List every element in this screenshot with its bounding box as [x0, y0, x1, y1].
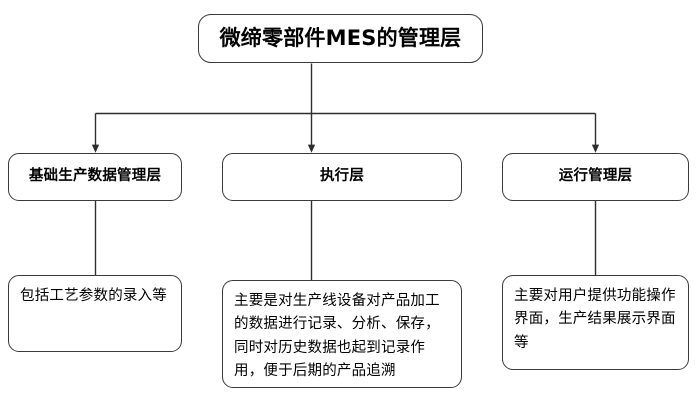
layer-node-label: 执行层	[319, 168, 365, 185]
detail-node-execution[interactable]: 主要是对生产线设备对产品加工的数据进行记录、分析、保存，同时对历史数据也起到记录…	[222, 280, 462, 388]
layer-node-execution[interactable]: 执行层	[222, 153, 462, 201]
detail-node-label: 主要是对生产线设备对产品加工的数据进行记录、分析、保存，同时对历史数据也起到记录…	[234, 293, 440, 380]
layer-node-label: 运行管理层	[558, 168, 633, 185]
detail-node-operation-management[interactable]: 主要对用户提供功能操作界面，生产结果展示界面等	[502, 275, 689, 370]
detail-node-label: 主要对用户提供功能操作界面，生产结果展示界面等	[514, 288, 676, 351]
layer-node-basic-production-data[interactable]: 基础生产数据管理层	[8, 153, 182, 201]
root-node[interactable]: 微缔零部件MES的管理层	[198, 14, 483, 63]
root-node-label: 微缔零部件MES的管理层	[219, 26, 462, 51]
detail-node-label: 包括工艺参数的录入等	[20, 288, 167, 304]
layer-node-operation-management[interactable]: 运行管理层	[502, 153, 689, 201]
layer-node-label: 基础生产数据管理层	[28, 168, 162, 185]
detail-node-basic-production-data[interactable]: 包括工艺参数的录入等	[8, 275, 182, 352]
